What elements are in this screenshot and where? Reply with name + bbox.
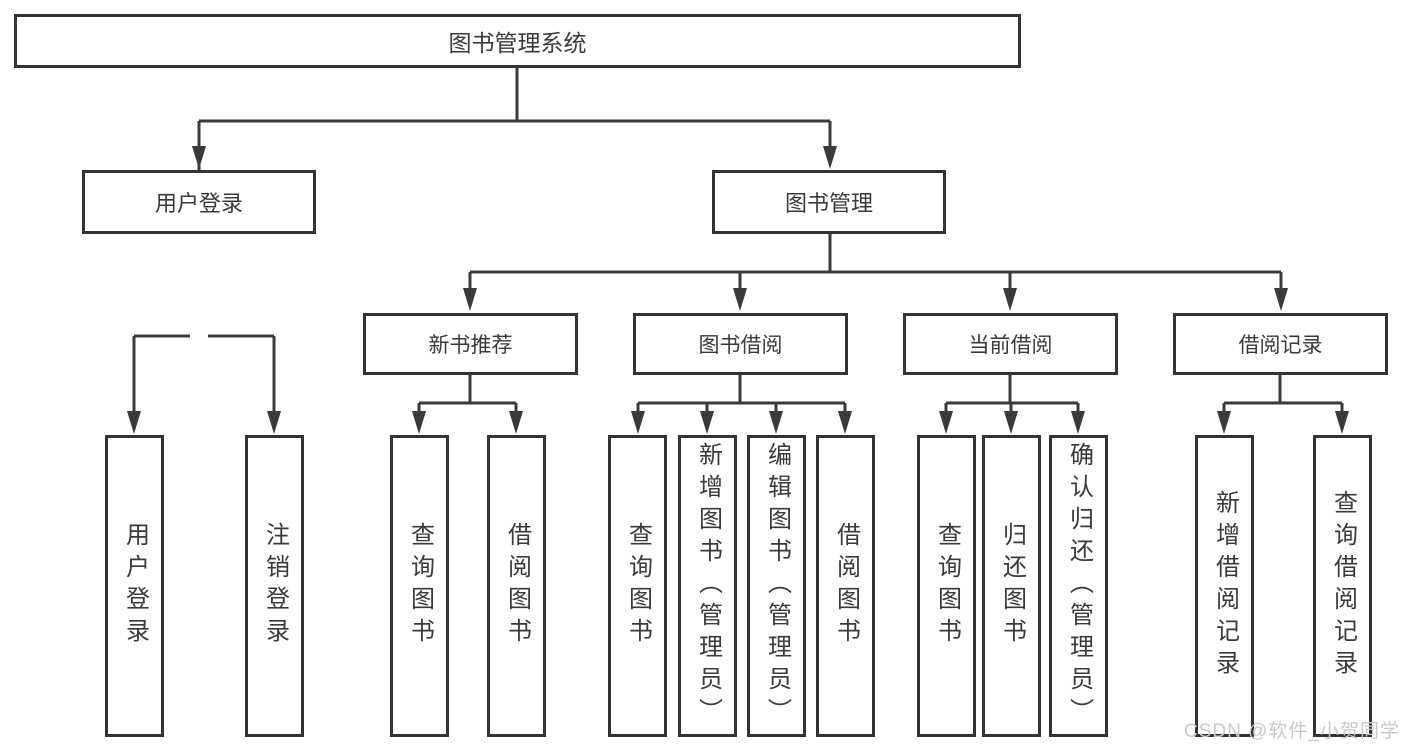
node-edit-books-admin: 编辑图书（管理员） xyxy=(747,435,806,737)
node-query-books-recommend: 查询图书 xyxy=(390,435,449,737)
node-label: 借阅图书 xyxy=(503,522,531,650)
node-label: 查询借阅记录 xyxy=(1329,490,1357,682)
node-label: 图书管理系统 xyxy=(448,30,587,56)
watermark: CSDN @软件_小贺同学 xyxy=(1184,721,1400,742)
node-query-books-borrow: 查询图书 xyxy=(608,435,667,737)
node-label: 图书管理 xyxy=(784,191,873,216)
node-label: 用户登录 xyxy=(121,522,149,650)
node-label: 查询图书 xyxy=(406,522,434,650)
node-label: 借阅记录 xyxy=(1238,334,1323,357)
node-label: 确认归还（管理员） xyxy=(1065,442,1093,730)
node-label: 用户登录 xyxy=(154,191,243,216)
node-current-borrowing: 当前借阅 xyxy=(903,313,1118,375)
node-book-management: 图书管理 xyxy=(712,170,946,234)
node-label: 查询图书 xyxy=(933,522,961,650)
node-new-book-recommendation: 新书推荐 xyxy=(363,313,578,375)
node-logout-action: 注销登录 xyxy=(245,435,304,737)
node-borrow-books-action: 借阅图书 xyxy=(816,435,875,737)
node-user-login: 用户登录 xyxy=(82,170,316,234)
node-label: 注销登录 xyxy=(261,522,289,650)
node-label: 新增图书（管理员） xyxy=(694,442,722,730)
node-add-books-admin: 新增图书（管理员） xyxy=(678,435,737,737)
node-label: 借阅图书 xyxy=(832,522,860,650)
node-borrowing-records: 借阅记录 xyxy=(1173,313,1388,375)
node-label: 新书推荐 xyxy=(428,334,513,357)
node-user-login-action: 用户登录 xyxy=(105,435,164,737)
node-library-management-system: 图书管理系统 xyxy=(14,14,1021,68)
node-label: 归还图书 xyxy=(998,522,1026,650)
node-label: 图书借阅 xyxy=(698,334,783,357)
node-borrow-books-recommend: 借阅图书 xyxy=(487,435,546,737)
node-label: 查询图书 xyxy=(624,522,652,650)
node-confirm-return-admin: 确认归还（管理员） xyxy=(1049,435,1108,737)
node-label: 新增借阅记录 xyxy=(1211,490,1239,682)
node-query-books-current: 查询图书 xyxy=(917,435,976,737)
node-query-borrow-record: 查询借阅记录 xyxy=(1313,435,1372,737)
node-label: 编辑图书（管理员） xyxy=(763,442,791,730)
node-add-borrow-record: 新增借阅记录 xyxy=(1195,435,1254,737)
node-label: 当前借阅 xyxy=(968,334,1053,357)
node-return-books: 归还图书 xyxy=(982,435,1041,737)
node-book-borrowing: 图书借阅 xyxy=(633,313,848,375)
